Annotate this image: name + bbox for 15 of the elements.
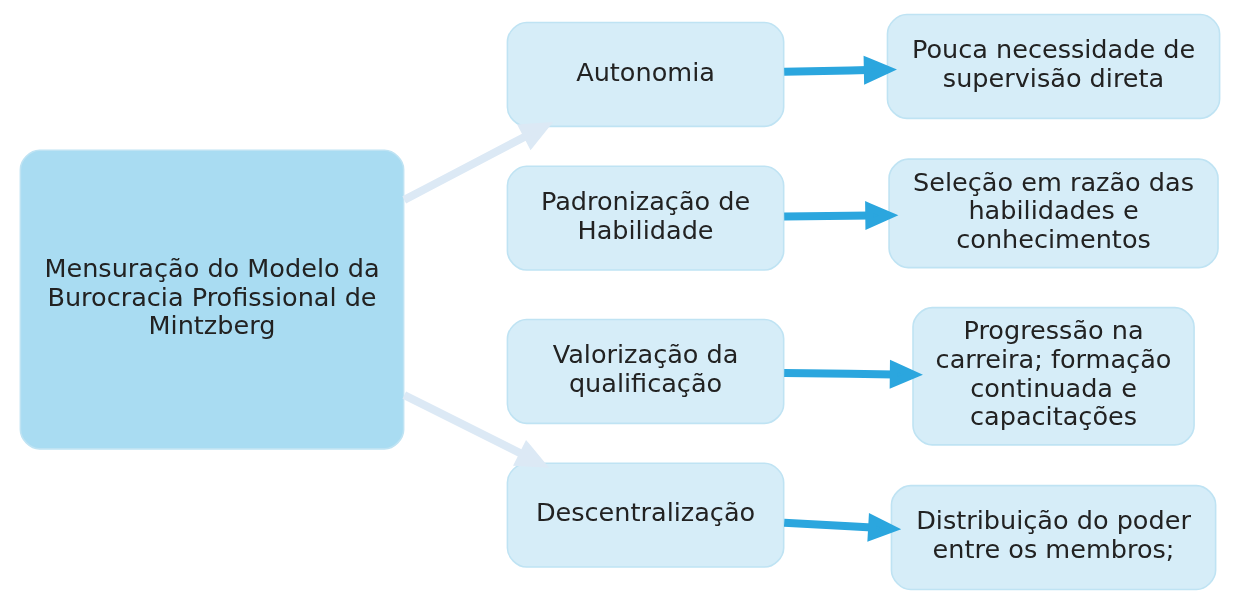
arrow <box>401 121 553 204</box>
arrow <box>783 359 923 389</box>
arrow <box>783 55 897 85</box>
arrow <box>401 391 549 468</box>
node-box: Seleção em razão das habilidades e conhecimentos <box>887 158 1219 269</box>
node-box: Distribuição do poder entre os membros; <box>890 484 1216 591</box>
node-box: Pouca necessidade de supervisão direta <box>886 13 1220 120</box>
node-box: Mensuração do Modelo da Burocracia Profissional de Mintzberg <box>19 149 404 450</box>
node-box: Padronização de Habilidade <box>506 165 784 271</box>
node-box: Descentralização <box>506 462 784 568</box>
node-box: Progressão na carreira; formação continuada e capacitações <box>911 306 1195 446</box>
node-box: Autonomia <box>506 21 784 128</box>
arrow <box>783 201 898 231</box>
node-box: Valorização da qualificação <box>506 318 784 425</box>
arrow <box>783 512 901 542</box>
